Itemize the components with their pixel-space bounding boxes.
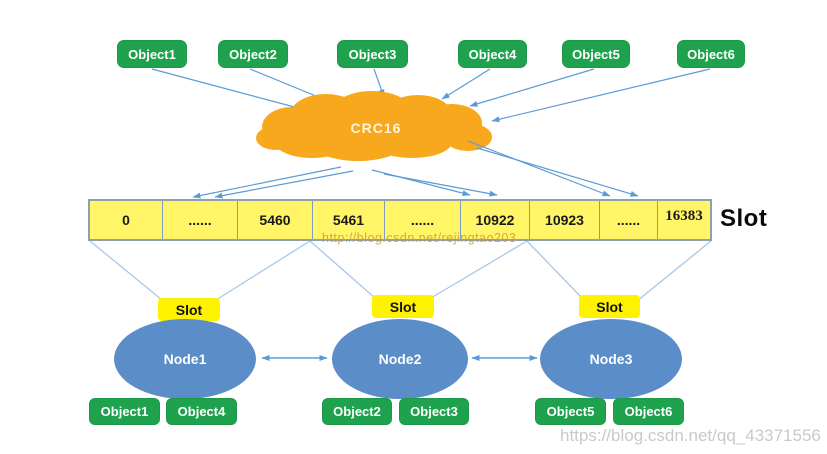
slot-cell-5460: 5460 — [237, 201, 312, 239]
funnel-line-node2-left — [309, 240, 376, 299]
funnel-line-node3-right — [636, 240, 712, 302]
slot-cell-10923: 10923 — [529, 201, 599, 239]
object-box-object4: Object4 — [458, 40, 527, 68]
object-box-object6: Object6 — [677, 40, 745, 68]
slot-cell-0: 0 — [122, 212, 130, 228]
crc16-to-slot-arrows — [192, 140, 639, 199]
crc16-cloud — [256, 91, 492, 161]
node2-object-box-1: Object2 — [322, 398, 392, 425]
object-box-object3: Object3 — [337, 40, 408, 68]
arrow-object6-to-crc16 — [491, 68, 711, 123]
node3-object-box-1: Object5 — [535, 398, 606, 425]
slot-cell-10922: 10922 — [460, 201, 529, 239]
funnel-line-node2-right — [430, 240, 528, 299]
slot-tag-node2: Slot — [372, 295, 434, 318]
watermark-bottom: https://blog.csdn.net/qq_43371556 — [560, 426, 821, 445]
slot-cell-5461: 5461 — [312, 201, 384, 239]
arrow-crc16-to-slot-right-2 — [476, 147, 639, 197]
crc16-label: CRC16 — [350, 120, 402, 136]
object-box-object1: Object1 — [117, 40, 187, 68]
arrow-crc16-to-slot-mid-2 — [383, 173, 498, 197]
object-to-crc16-arrows — [151, 68, 711, 123]
node3-ellipse: Node3 — [540, 319, 682, 399]
slot-tag-node1: Slot — [158, 298, 220, 321]
slot-bar: 0 ...... 5460 5461 ...... 10922 10923 ..… — [88, 199, 712, 241]
slot-cell-dots1: ...... — [162, 201, 237, 239]
arrow-object5-to-crc16 — [469, 68, 595, 107]
slot-cell-dots2: ...... — [384, 201, 460, 239]
node1-object-box-2: Object4 — [166, 398, 237, 425]
arrow-object1-to-crc16 — [151, 68, 303, 110]
slot-funnel-lines — [89, 240, 712, 302]
node2-ellipse: Node2 — [332, 319, 468, 399]
slot-axis-label: Slot — [720, 205, 768, 232]
slot-cell-dots3: ...... — [599, 201, 657, 239]
funnel-line-node1-left — [89, 240, 163, 301]
arrow-crc16-to-slot-right-1 — [467, 140, 611, 197]
node2-object-box-2: Object3 — [399, 398, 469, 425]
object-box-object5: Object5 — [562, 40, 630, 68]
arrow-crc16-to-slot-mid-1 — [371, 169, 471, 197]
funnel-line-node1-right — [215, 240, 311, 301]
arrow-object4-to-crc16 — [441, 68, 491, 100]
funnel-line-node3-left — [526, 240, 583, 299]
slot-cell-16383: 16383 — [657, 201, 710, 239]
object-box-object2: Object2 — [218, 40, 288, 68]
slot-tag-node3: Slot — [579, 295, 640, 318]
node3-object-box-2: Object6 — [613, 398, 684, 425]
node1-ellipse: Node1 — [114, 319, 256, 399]
arrow-crc16-to-slot-left-1 — [192, 166, 342, 199]
watermark-middle: http://blog.csdn.net/rejingtao203 — [322, 231, 517, 245]
node1-object-box-1: Object1 — [89, 398, 160, 425]
arrow-crc16-to-slot-left-2 — [214, 170, 354, 199]
